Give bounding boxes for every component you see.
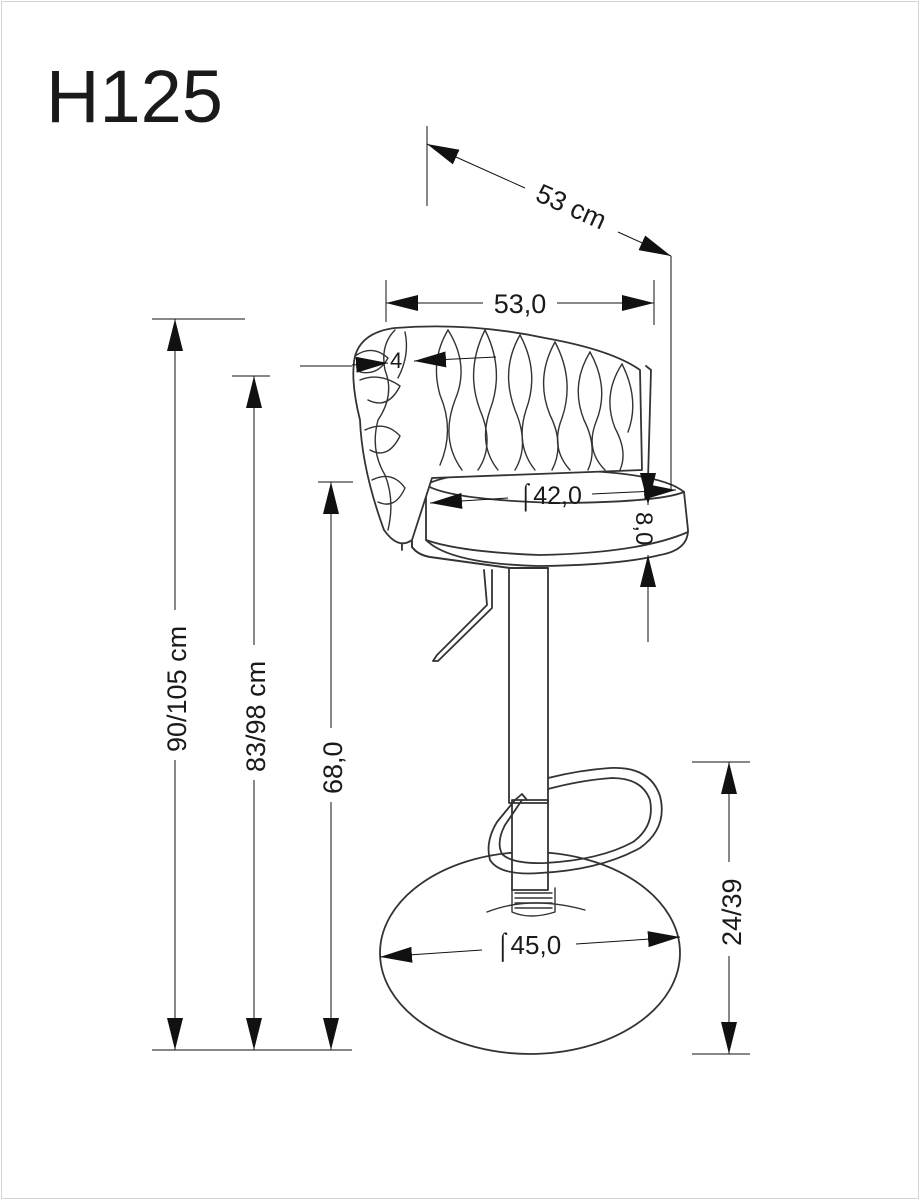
column-lower bbox=[511, 799, 549, 891]
depth-label: 53 cm bbox=[532, 178, 611, 235]
footrest-height-label: 24/39 bbox=[717, 878, 747, 946]
width-label: 53,0 bbox=[494, 289, 547, 319]
gas-lift-ring bbox=[511, 887, 556, 917]
product-title: H125 bbox=[46, 55, 223, 138]
gas-lever bbox=[432, 569, 493, 662]
total-height-label: 90/105 cm bbox=[162, 626, 192, 752]
armrest-height-label: 83/98 cm bbox=[241, 661, 271, 772]
base-diameter-label: ⌠45,0 bbox=[495, 930, 561, 962]
seat-thickness-label: 8,0 bbox=[630, 512, 657, 545]
dimension-lines bbox=[152, 126, 750, 1055]
seat-height-label: 68,0 bbox=[318, 741, 348, 794]
seat-diameter-label: ⌠42,0 bbox=[518, 482, 582, 512]
footrest-ring bbox=[487, 767, 663, 875]
column-upper bbox=[508, 567, 549, 804]
back-thickness-label: 4 bbox=[390, 348, 402, 373]
stool-illustration bbox=[352, 325, 689, 1055]
back-frame bbox=[409, 377, 549, 569]
backrest-outline bbox=[352, 325, 643, 545]
